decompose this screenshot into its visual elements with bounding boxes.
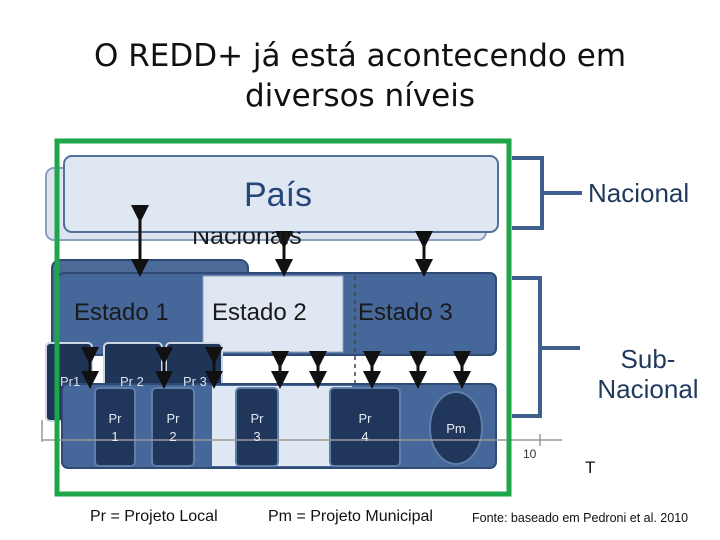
highlight-frame <box>54 138 512 497</box>
source-note: Fonte: baseado em Pedroni et al. 2010 <box>472 511 689 525</box>
project-box-2 <box>151 387 195 467</box>
country-label: País <box>244 176 313 214</box>
slide-title: O REDD+ já está acontecendo em diversos … <box>0 36 720 116</box>
country-ghost-label: Nacionais <box>192 222 302 250</box>
back-project-label-3: Pr 3 <box>183 374 207 389</box>
municipal-project-label: Pm <box>446 421 466 436</box>
level-brackets <box>512 156 544 418</box>
level-national-label: Nacional <box>588 178 690 208</box>
project-box-1 <box>94 387 136 467</box>
legend-pr: Pr = Projeto Local <box>90 508 218 525</box>
title-line-1: O REDD+ já está acontecendo em <box>93 38 627 74</box>
back-project-label-1: Pr1 <box>60 374 81 389</box>
title-line-2: diversos níveis <box>244 78 476 114</box>
municipal-project-ellipse <box>429 391 483 465</box>
state-2-highlight <box>202 275 344 353</box>
level-subnational-label: Sub- Nacional <box>597 344 699 404</box>
state-label-2: Estado 2 <box>212 299 307 326</box>
project-box-3 <box>235 387 279 467</box>
state-label-3: Estado 3 <box>358 299 453 326</box>
legend-pm: Pm = Projeto Municipal <box>268 508 433 525</box>
state-label-1: Estado 1 <box>74 299 169 326</box>
axis-label: T <box>585 458 596 477</box>
axis-tick-label: 10 <box>523 447 537 461</box>
link-arrows <box>81 205 471 389</box>
back-project-label-2: Pr 2 <box>120 374 144 389</box>
